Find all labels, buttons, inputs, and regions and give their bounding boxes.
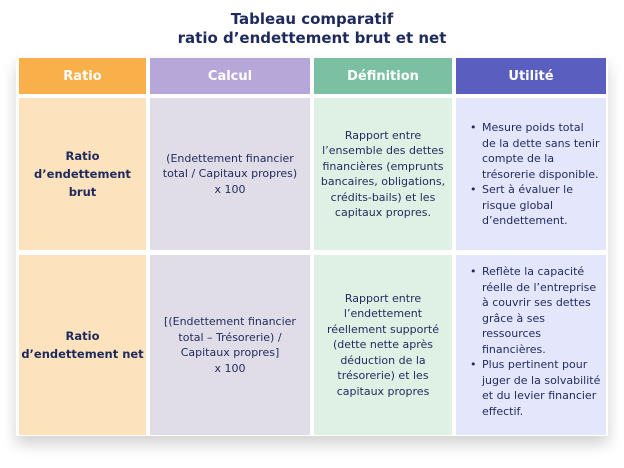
- header-calcul: Calcul: [150, 58, 310, 94]
- header-calcul-label: Calcul: [207, 68, 253, 84]
- row2-ratio-cell: Ratio d’endettement net: [19, 255, 146, 435]
- page-title: Tableau comparatif ratio d’endettement b…: [0, 10, 624, 48]
- row1-ratio-name: Ratio d’endettement brut: [34, 149, 131, 199]
- header-ratio-label: Ratio: [63, 68, 102, 84]
- row2-definition-cell: Rapport entre l’endettement réellement s…: [314, 255, 452, 435]
- header-definition-label: Définition: [347, 68, 419, 84]
- row2-ratio-name: Ratio d’endettement net: [21, 329, 144, 361]
- row1-ratio-cell: Ratio d’endettement brut: [19, 98, 146, 250]
- row1-calcul-cell: (Endettement financier total / Capitaux …: [150, 98, 310, 250]
- row2-utilite-item: Plus pertinent pour juger de la solvabil…: [468, 357, 600, 419]
- row2-utilite-list: Reflète la capacité réelle de l’entrepri…: [468, 264, 600, 419]
- header-ratio: Ratio: [19, 58, 146, 94]
- row1-utilite-item: Sert à évaluer le risque global d’endett…: [468, 182, 599, 229]
- header-definition: Définition: [314, 58, 452, 94]
- row1-utilite-list: Mesure poids total de la dette sans teni…: [468, 120, 599, 229]
- row1-definition-text: Rapport entre l’ensemble des dettes fina…: [320, 128, 446, 220]
- row1-calcul-text: (Endettement financier total / Capitaux …: [162, 151, 298, 196]
- row2-definition-text: Rapport entre l’endettement réellement s…: [327, 291, 439, 398]
- title-line-1: Tableau comparatif: [230, 10, 394, 28]
- header-utilite-label: Utilité: [508, 68, 554, 84]
- row1-utilite-cell: Mesure poids total de la dette sans teni…: [456, 98, 606, 250]
- row2-calcul-text: [(Endettement financier total – Trésorer…: [164, 315, 296, 375]
- row1-definition-cell: Rapport entre l’ensemble des dettes fina…: [314, 98, 452, 250]
- row2-calcul-cell: [(Endettement financier total – Trésorer…: [150, 255, 310, 435]
- title-line-2: ratio d’endettement brut et net: [177, 29, 447, 47]
- row1-utilite-item: Mesure poids total de la dette sans teni…: [468, 120, 599, 182]
- row2-utilite-item: Reflète la capacité réelle de l’entrepri…: [468, 264, 600, 357]
- header-utilite: Utilité: [456, 58, 606, 94]
- row2-utilite-cell: Reflète la capacité réelle de l’entrepri…: [456, 255, 606, 435]
